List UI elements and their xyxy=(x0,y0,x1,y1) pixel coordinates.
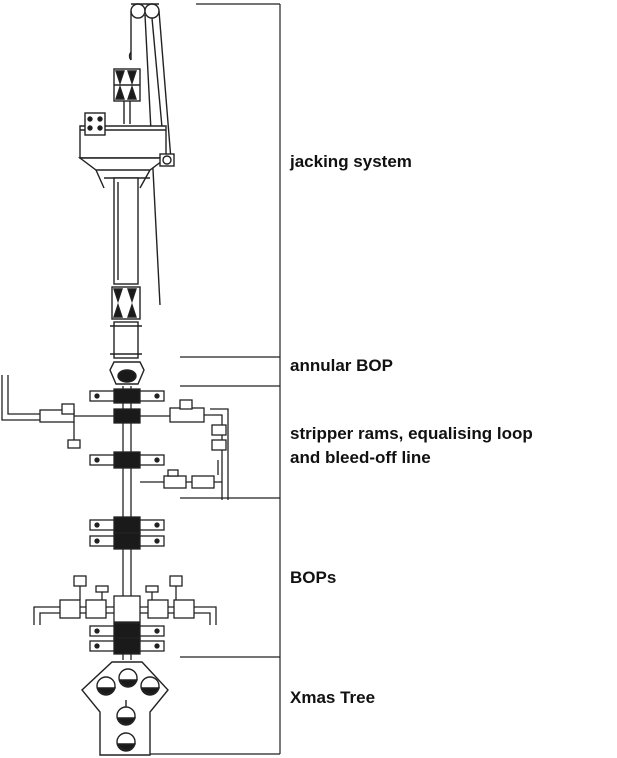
label-annular-bop: annular BOP xyxy=(290,356,393,375)
label-bops: BOPs xyxy=(290,568,337,587)
label-stripper-line-2: and bleed-off line xyxy=(290,448,431,467)
annular-bop-drawing xyxy=(109,361,145,385)
bops-drawing xyxy=(33,500,217,660)
stripper-rams-drawing xyxy=(1,375,229,500)
label-stripper-line-1: stripper rams, equalising loop xyxy=(290,424,533,443)
jacking-system-drawing xyxy=(77,3,175,359)
label-stripper-rams: stripper rams, equalising loop and bleed… xyxy=(290,422,533,470)
section-bracket xyxy=(150,3,281,755)
label-xmas-tree: Xmas Tree xyxy=(290,688,376,707)
xmas-tree-drawing xyxy=(81,661,169,756)
label-jacking-system: jacking system xyxy=(290,152,412,171)
